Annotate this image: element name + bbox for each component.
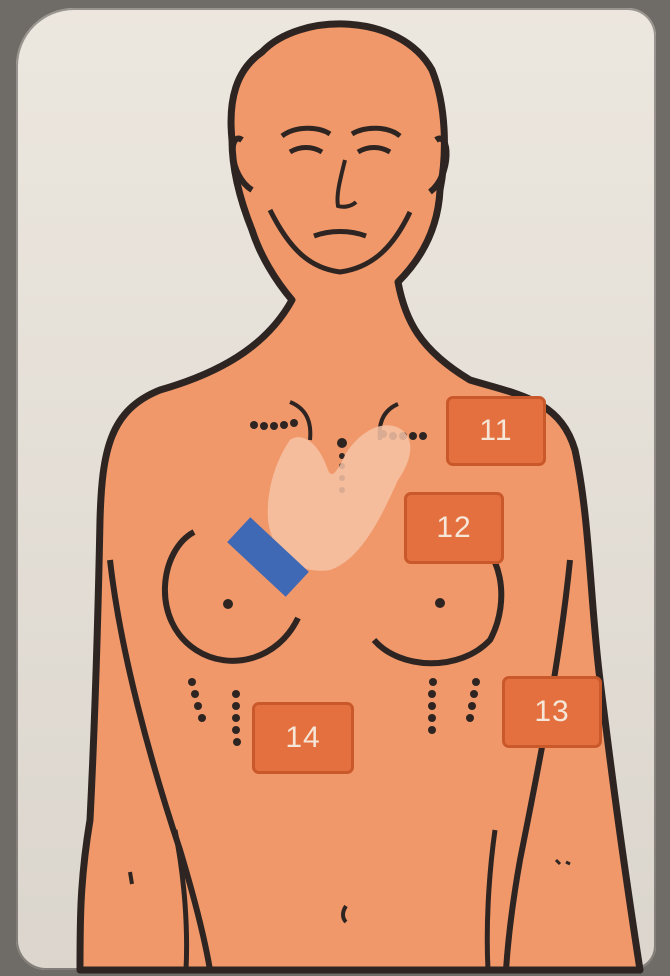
position-label-11: 11 xyxy=(446,396,546,466)
position-label-14: 14 xyxy=(252,702,354,774)
position-label-13: 13 xyxy=(502,676,602,748)
position-label-12: 12 xyxy=(404,492,504,564)
